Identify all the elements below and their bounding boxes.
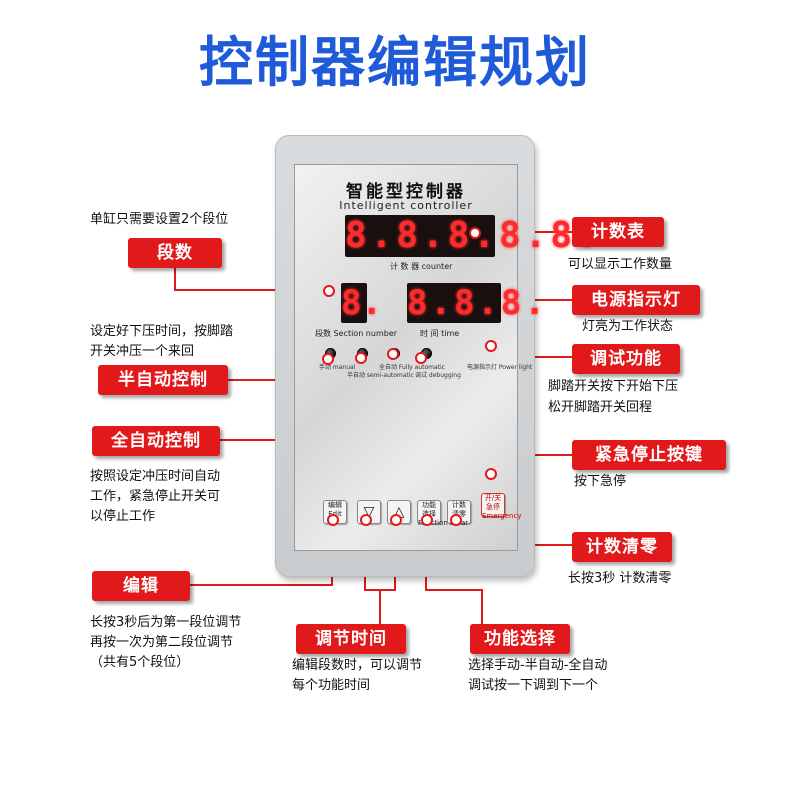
debug-dot-2 <box>415 352 427 364</box>
down-dot <box>360 514 372 526</box>
emergency-note: 按下急停 <box>574 474 627 489</box>
controller-device: 智能型控制器 Intelligent controller 8.8.8.8.8.… <box>275 135 598 577</box>
semi-auto-led-label: 半自动 semi-automatic <box>347 372 414 379</box>
full-tag: 全自动控制 <box>92 426 220 456</box>
semi-dot <box>322 353 334 365</box>
section-note: 单缸只需要设置2个段位 <box>90 212 229 227</box>
power-tag: 电源指示灯 <box>572 285 700 315</box>
page-title: 控制器编辑规划 <box>199 31 591 94</box>
power-note: 灯亮为工作状态 <box>582 319 674 334</box>
adjust-note-1: 编辑段数时，可以调节 <box>292 658 423 673</box>
section-dot <box>323 285 335 297</box>
function-tag: 功能选择 <box>470 624 570 654</box>
clear-note: 长按3秒 计数清零 <box>568 571 672 586</box>
time-label: 时 间 time <box>420 329 460 338</box>
up-dot <box>390 514 402 526</box>
debug-note-1: 脚踏开关按下开始下压 <box>548 379 679 394</box>
semi-note-2: 开关冲压一个来回 <box>90 344 195 359</box>
full-note-3: 以停止工作 <box>90 509 156 524</box>
adjust-note-2: 每个功能时间 <box>292 678 371 693</box>
counter-tag: 计数表 <box>572 217 664 247</box>
edit-note-1: 长按3秒后为第一段位调节 <box>90 615 242 630</box>
clear-tag: 计数清零 <box>572 532 672 562</box>
edit-dot <box>327 514 339 526</box>
debug-led-label: 调试 debugging <box>415 372 461 379</box>
counter-note: 可以显示工作数量 <box>568 257 673 272</box>
semi-note-1: 设定好下压时间，按脚踏 <box>90 324 234 339</box>
power-led-label: 电源指示灯 Power light <box>467 364 533 371</box>
counter-dot <box>469 227 481 239</box>
power-dot <box>485 340 497 352</box>
full-dot <box>387 348 399 360</box>
time-display: 8.8.8. <box>407 283 548 323</box>
full-auto-led-label: 全自动 Fully automatic <box>379 364 445 371</box>
emergency-dot <box>485 468 497 480</box>
edit-note-2: 再按一次为第二段位调节 <box>90 635 234 650</box>
device-subtitle: Intelligent controller <box>339 199 473 212</box>
full-note-2: 工作，紧急停止开关可 <box>90 489 221 504</box>
section-tag: 段数 <box>128 238 222 268</box>
manual-led-label: 手动 manual <box>319 364 356 371</box>
edit-tag: 编辑 <box>92 571 190 601</box>
function-dot <box>421 514 433 526</box>
edit-note-3: （共有5个段位） <box>90 655 190 670</box>
counter-label: 计 数 器 counter <box>390 262 453 271</box>
debug-note-2: 松开脚踏开关回程 <box>548 400 653 415</box>
function-note-1: 选择手动-半自动-全自动 <box>468 658 608 673</box>
device-title: 智能型控制器 <box>346 182 466 202</box>
clear-dot <box>450 514 462 526</box>
function-note-2: 调试按一下调到下一个 <box>468 678 599 693</box>
semi-tag: 半自动控制 <box>98 365 228 395</box>
section-display: 8. <box>341 283 382 323</box>
debug-dot <box>355 352 367 364</box>
full-note-1: 按照设定冲压时间自动 <box>90 469 221 484</box>
section-label: 段数 Section number <box>315 329 398 338</box>
debug-tag: 调试功能 <box>572 344 680 374</box>
emergency-stop-button[interactable]: 开/关 急停 Emergency <box>481 493 522 520</box>
emergency-tag: 紧急停止按键 <box>572 440 726 470</box>
adjust-tag: 调节时间 <box>296 624 406 654</box>
